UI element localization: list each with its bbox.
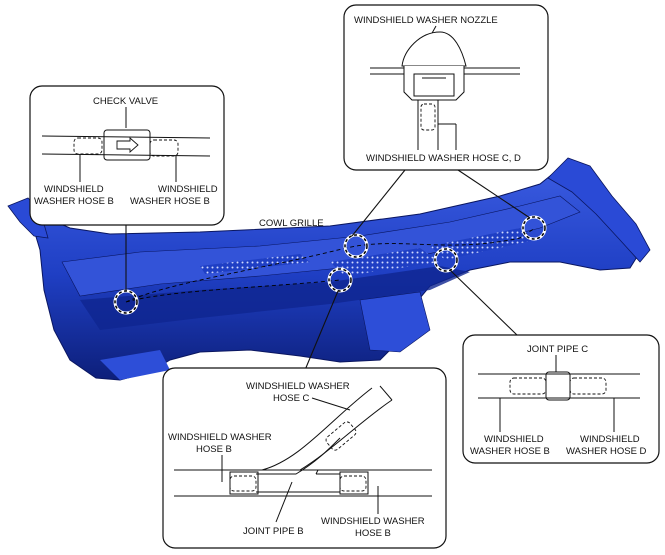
joint-b-hose-b-left-l2: HOSE B	[196, 444, 232, 455]
check-valve-label: CHECK VALVE	[93, 96, 158, 107]
washer-nozzle-detail: WINDSHIELD WASHER NOZZLE WINDSHIELD WASH…	[343, 4, 549, 171]
check-valve-hose-b-left-l2: WASHER HOSE B	[34, 196, 114, 207]
check-valve-hose-b-right-l1: WINDSHIELD	[158, 184, 218, 195]
joint-c-hose-d-l1: WINDSHIELD	[580, 434, 640, 445]
joint-b-hose-b-left-l1: WINDSHIELD WASHER	[168, 432, 272, 443]
check-valve-hose-b-right-l2: WASHER HOSE B	[130, 196, 210, 207]
cowl-grille-part	[7, 157, 651, 381]
joint-b-hose-c-l2: HOSE C	[273, 393, 310, 404]
cowl-grille-label: COWL GRILLE	[259, 218, 324, 229]
joint-b-label: JOINT PIPE B	[243, 526, 304, 537]
joint-c-hose-b-l2: WASHER HOSE B	[470, 446, 550, 457]
check-valve-detail: CHECK VALVE WINDSHIELD WASHER HOSE B WIN…	[29, 85, 225, 226]
joint-b-hose-c-l1: WINDSHIELD WASHER	[246, 381, 350, 392]
joint-c-hose-d-l2: WASHER HOSE D	[566, 446, 647, 457]
joint-b-hose-b-right-l1: WINDSHIELD WASHER	[321, 516, 425, 527]
joint-pipe-c-detail: JOINT PIPE C WINDSHIELD WASHER HOSE B WI…	[462, 334, 660, 464]
joint-c-label: JOINT PIPE C	[527, 344, 588, 355]
callout-lines	[125, 169, 531, 371]
joint-b-hose-b-right-l2: HOSE B	[355, 528, 391, 539]
nozzle-hose-cd-label: WINDSHIELD WASHER HOSE C, D	[366, 153, 521, 164]
nozzle-label: WINDSHIELD WASHER NOZZLE	[354, 15, 498, 26]
location-markers	[113, 215, 547, 315]
joint-c-hose-b-l1: WINDSHIELD	[484, 434, 544, 445]
joint-pipe-b-detail: WINDSHIELD WASHER HOSE C WINDSHIELD WASH…	[162, 367, 447, 549]
check-valve-hose-b-left-l1: WINDSHIELD	[44, 184, 104, 195]
